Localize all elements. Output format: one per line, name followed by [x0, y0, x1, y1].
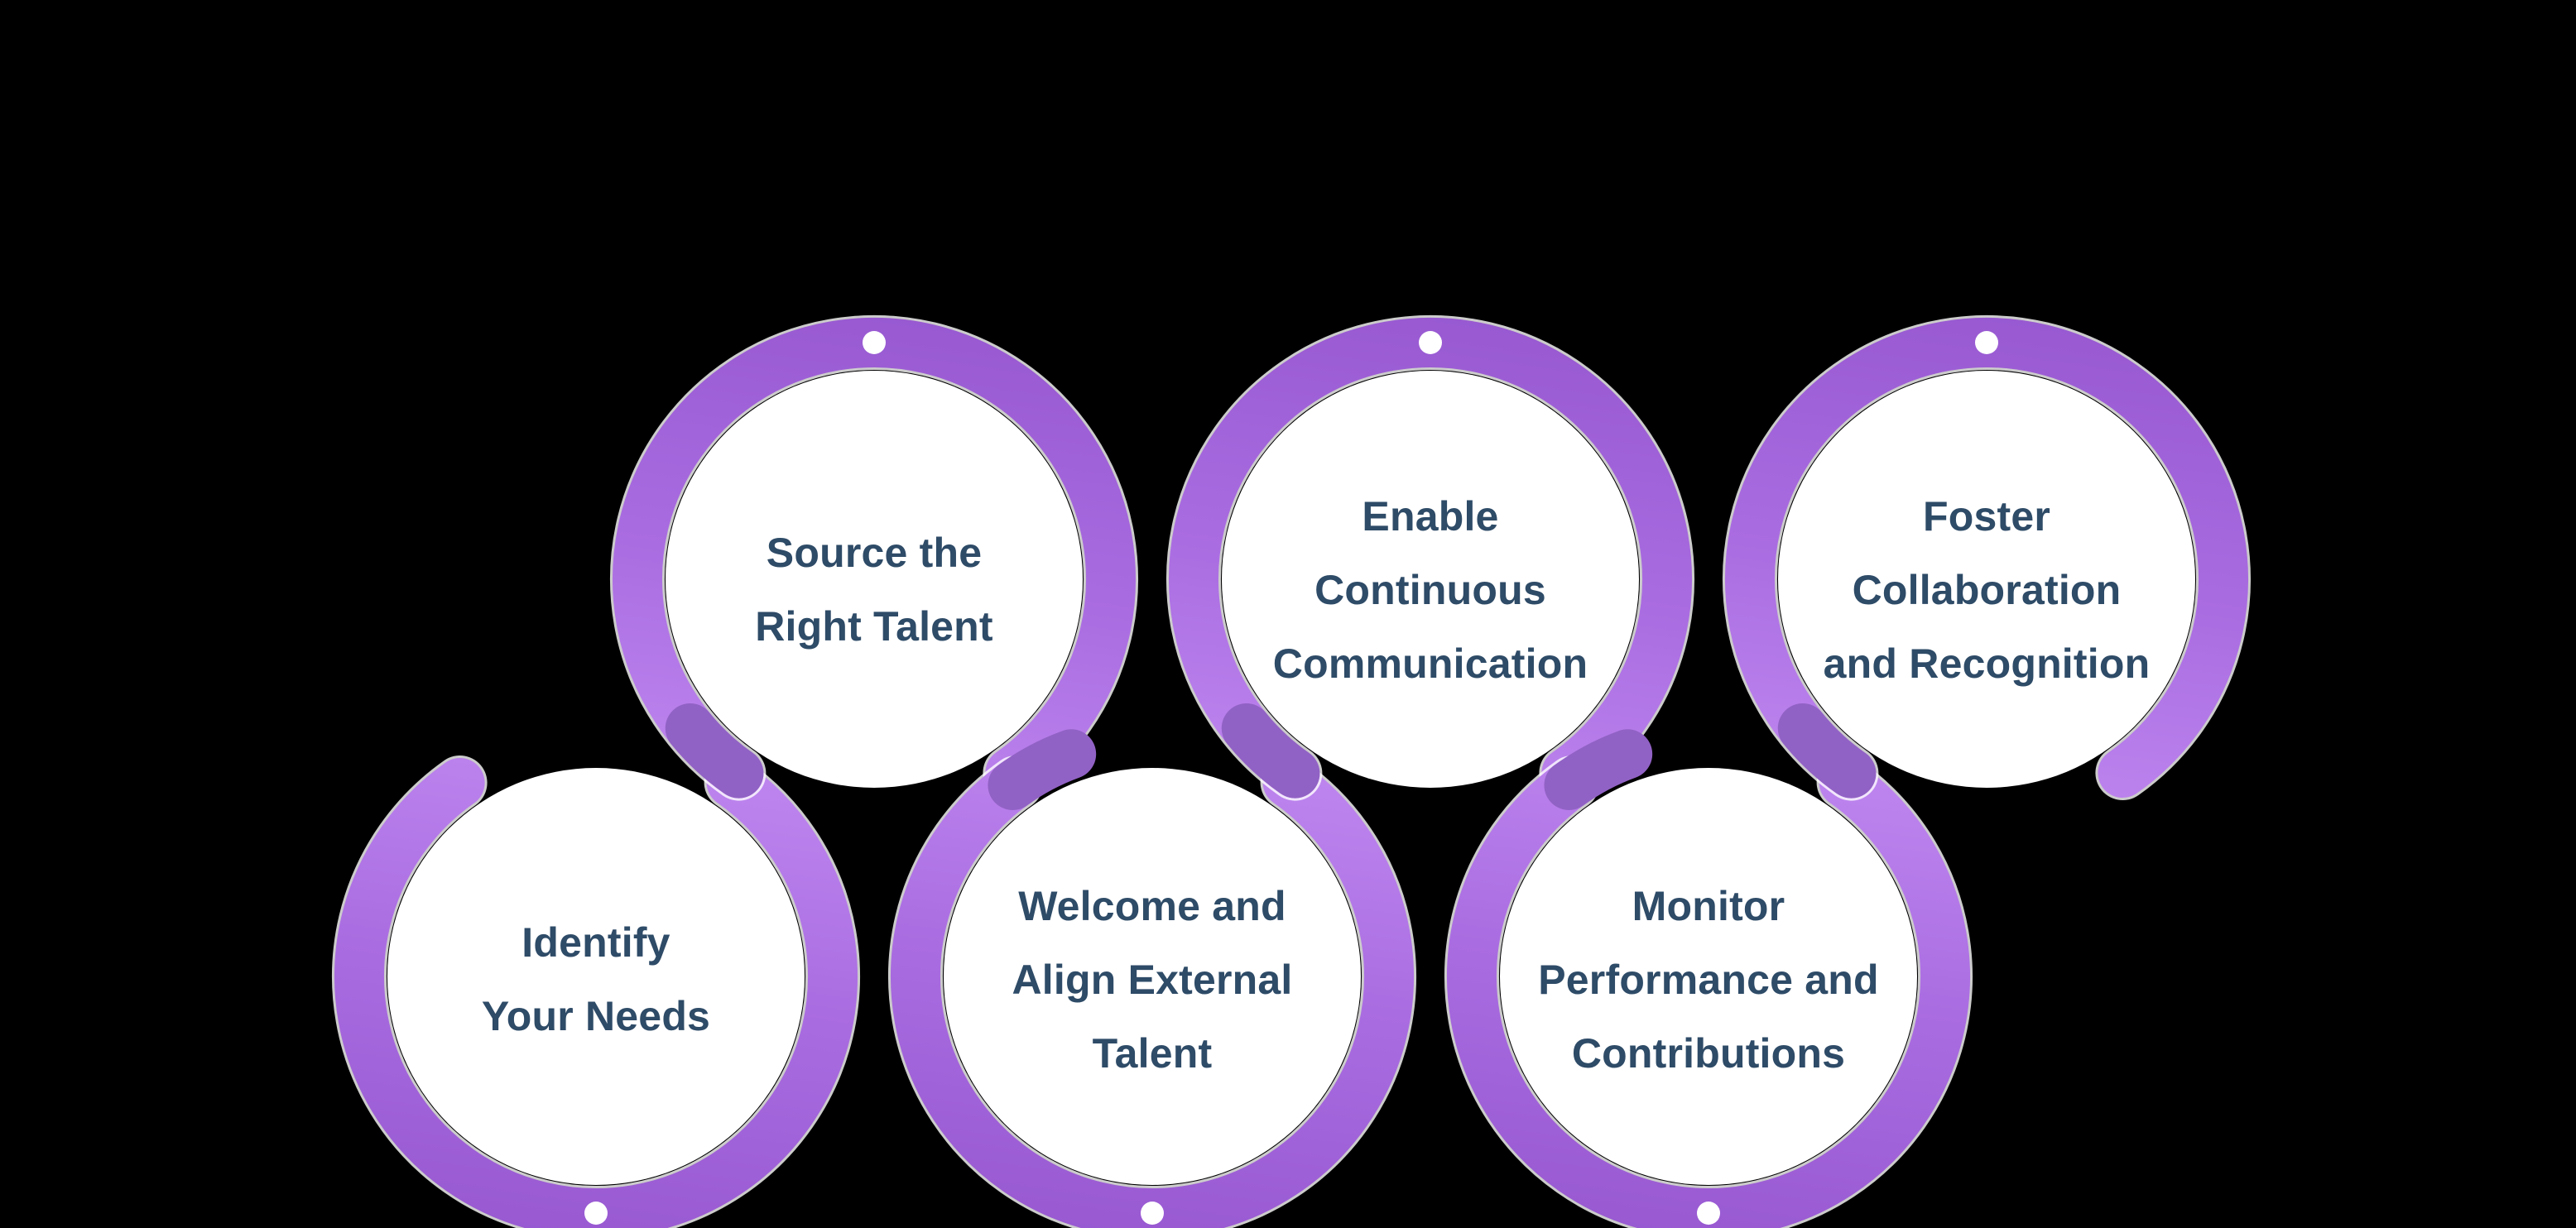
junction-shadow-cap-6: [1725, 318, 2249, 841]
step-dot-6: [1975, 331, 1998, 354]
step-label-enable-continuous-communication: Enable Continuous Communication: [1272, 492, 1588, 687]
step-rings: [332, 315, 2252, 1228]
step-label-welcome-and-align-external-talent: Welcome and Align External Talent: [1012, 882, 1293, 1077]
step-dot-4: [1419, 331, 1442, 354]
junction-shadow-cap-4: [1169, 318, 1692, 841]
junction-shadow-caps: [613, 318, 2249, 1228]
step-label-source-the-right-talent: Source the Right Talent: [755, 530, 993, 650]
step-circle-5: [1500, 768, 1917, 1185]
step-dots: [584, 331, 1998, 1225]
step-label-foster-collaboration-and-recognition: Foster Collaboration and Recognition: [1823, 492, 2151, 687]
junction-shadow-cap-5: [1447, 715, 1970, 1228]
step-dot-2: [863, 331, 886, 354]
junction-shadow-cap-3: [891, 715, 1414, 1228]
step-dot-1: [584, 1202, 608, 1225]
junction-shadow-cap-2: [613, 318, 1137, 841]
step-circle-2: [666, 371, 1083, 788]
step-label-identify-your-needs: Identify Your Needs: [481, 919, 711, 1039]
step-circle-4: [1222, 371, 1639, 788]
step-inner-circles: [387, 371, 2195, 1185]
step-circle-1: [387, 768, 805, 1185]
step-dot-5: [1697, 1202, 1720, 1225]
step-circle-6: [1778, 371, 2195, 788]
step-label-monitor-performance-and-contributions: Monitor Performance and Contributions: [1538, 882, 1879, 1077]
step-circle-3: [944, 768, 1361, 1185]
step-dot-3: [1141, 1202, 1164, 1225]
